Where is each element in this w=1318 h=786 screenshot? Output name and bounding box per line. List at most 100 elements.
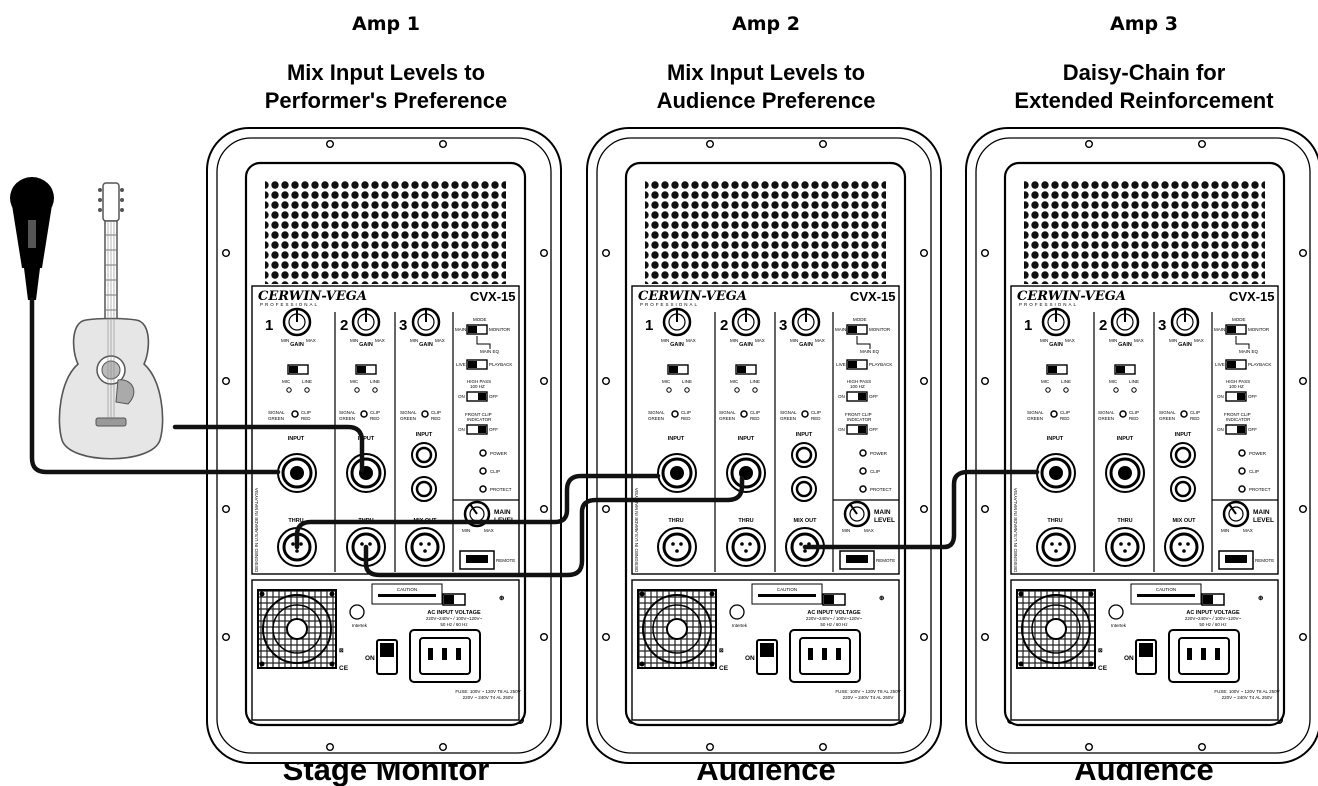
quarter-inch-jack[interactable] — [1171, 477, 1195, 501]
svg-text:MONITOR: MONITOR — [1248, 327, 1270, 332]
amp1-unit: Amp 1 Mix Input Levels to Performer's Pr… — [207, 13, 561, 786]
brand-sub: PROFESSIONAL — [260, 302, 319, 307]
cooling-fan-icon — [258, 590, 336, 668]
svg-text:SIGNAL: SIGNAL — [1159, 410, 1176, 415]
svg-text:Intertek: Intertek — [1111, 623, 1127, 628]
svg-text:MIN: MIN — [842, 528, 850, 533]
amp1-panel: CERWIN-VEGA PROFESSIONAL CVX-15 1 MIN MA… — [207, 128, 561, 763]
svg-text:GREEN: GREEN — [1098, 416, 1114, 421]
xlr-thru-jack[interactable] — [1106, 528, 1144, 566]
svg-text:LIVE: LIVE — [456, 362, 466, 367]
svg-text:OFF: OFF — [489, 427, 498, 432]
svg-text:CLIP: CLIP — [750, 410, 760, 415]
svg-text:CLIP: CLIP — [301, 410, 311, 415]
quarter-inch-jack[interactable] — [412, 477, 436, 501]
combo-input-jack[interactable] — [1037, 454, 1075, 492]
svg-text:GREEN: GREEN — [780, 416, 796, 421]
quarter-inch-jack[interactable] — [792, 443, 816, 467]
iec-power-inlet-icon[interactable] — [790, 630, 860, 682]
combo-input-jack[interactable] — [278, 454, 316, 492]
channel-number: 2 — [1099, 317, 1107, 334]
channel-number: 3 — [1158, 317, 1166, 334]
channel-number: 1 — [265, 317, 273, 334]
svg-text:MAIN: MAIN — [835, 327, 846, 332]
brand-sub: PROFESSIONAL — [640, 302, 699, 307]
svg-text:MAIN EQ: MAIN EQ — [860, 349, 880, 354]
svg-text:LINE: LINE — [370, 379, 380, 384]
svg-text:LIVE: LIVE — [1215, 362, 1225, 367]
svg-text:220V ~ 240V T4 AL 250V: 220V ~ 240V T4 AL 250V — [1222, 695, 1273, 700]
xlr-thru-jack[interactable] — [727, 528, 765, 566]
svg-text:POWER: POWER — [1249, 451, 1267, 456]
svg-text:INPUT: INPUT — [796, 432, 813, 438]
xlr-thru-jack[interactable] — [658, 528, 696, 566]
quarter-inch-jack[interactable] — [1171, 443, 1195, 467]
svg-text:POWER: POWER — [870, 451, 888, 456]
svg-text:OFF: OFF — [869, 394, 878, 399]
model-name: CVX-15 — [850, 289, 896, 304]
svg-text:FUSE: 100V ~ 120V T8 AL 250V: FUSE: 100V ~ 120V T8 AL 250V — [835, 689, 900, 694]
svg-text:GAIN: GAIN — [739, 342, 753, 348]
svg-text:RED: RED — [681, 416, 691, 421]
combo-input-jack[interactable] — [727, 454, 765, 492]
svg-text:RED: RED — [370, 416, 380, 421]
svg-text:220V~240V~ / 100V~120V~: 220V~240V~ / 100V~120V~ — [806, 616, 863, 621]
svg-text:THRU: THRU — [668, 518, 683, 524]
xlr-mix-out-jack[interactable] — [406, 528, 444, 566]
svg-text:LINE: LINE — [750, 379, 760, 384]
xlr-mix-out-jack[interactable] — [1165, 528, 1203, 566]
svg-text:ON: ON — [1124, 655, 1134, 662]
channel-number: 3 — [779, 317, 787, 334]
svg-text:MAX: MAX — [1065, 338, 1075, 343]
svg-text:CLIP: CLIP — [1249, 469, 1259, 474]
svg-text:GREEN: GREEN — [339, 416, 355, 421]
svg-text:GAIN: GAIN — [419, 342, 433, 348]
iec-power-inlet-icon[interactable] — [1169, 630, 1239, 682]
svg-text:INDICATOR: INDICATOR — [467, 417, 492, 422]
combo-input-jack[interactable] — [658, 454, 696, 492]
svg-text:PROTECT: PROTECT — [490, 487, 512, 492]
amp3-grille — [1024, 180, 1265, 284]
svg-text:CLIP: CLIP — [370, 410, 380, 415]
svg-text:INDICATOR: INDICATOR — [847, 417, 872, 422]
svg-text:INPUT: INPUT — [1175, 432, 1192, 438]
amp2-panel: CERWIN-VEGA PROFESSIONAL CVX-15 1 MIN MA… — [587, 128, 941, 763]
quarter-inch-jack[interactable] — [412, 443, 436, 467]
channel-number: 2 — [340, 317, 348, 334]
brand-sub: PROFESSIONAL — [1019, 302, 1078, 307]
svg-text:SIGNAL: SIGNAL — [400, 410, 417, 415]
svg-text:MAX: MAX — [435, 338, 445, 343]
svg-text:100 HZ: 100 HZ — [850, 384, 865, 389]
cooling-fan-icon — [638, 590, 716, 668]
svg-text:RED: RED — [431, 416, 441, 421]
svg-text:ON: ON — [838, 427, 845, 432]
svg-text:MIX OUT: MIX OUT — [1173, 518, 1197, 524]
svg-text:MIN: MIN — [1169, 338, 1177, 343]
svg-text:GAIN: GAIN — [290, 342, 304, 348]
svg-text:LIVE: LIVE — [836, 362, 846, 367]
svg-text:THRU: THRU — [1117, 518, 1132, 524]
svg-text:REMOTE: REMOTE — [1255, 558, 1274, 563]
svg-text:PROTECT: PROTECT — [1249, 487, 1271, 492]
combo-input-jack[interactable] — [347, 454, 385, 492]
svg-text:SIGNAL: SIGNAL — [1098, 410, 1115, 415]
svg-text:CE: CE — [339, 665, 349, 672]
svg-text:PLAYBACK: PLAYBACK — [869, 362, 892, 367]
svg-text:MIN: MIN — [1109, 338, 1117, 343]
combo-input-jack[interactable] — [1106, 454, 1144, 492]
xlr-thru-jack[interactable] — [1037, 528, 1075, 566]
svg-text:GAIN: GAIN — [799, 342, 813, 348]
svg-text:ON: ON — [838, 394, 845, 399]
svg-text:SIGNAL: SIGNAL — [1027, 410, 1044, 415]
svg-text:100 HZ: 100 HZ — [1229, 384, 1244, 389]
iec-power-inlet-icon[interactable] — [410, 630, 480, 682]
svg-text:CLIP: CLIP — [490, 469, 500, 474]
svg-text:OFF: OFF — [489, 394, 498, 399]
amp3-unit: Amp 3 Daisy-Chain for Extended Reinforce… — [966, 13, 1318, 786]
svg-text:MIN: MIN — [1221, 528, 1229, 533]
svg-text:LINE: LINE — [1129, 379, 1139, 384]
acoustic-guitar-icon — [59, 183, 162, 459]
quarter-inch-jack[interactable] — [792, 477, 816, 501]
svg-text:MODE: MODE — [473, 317, 487, 322]
svg-text:ON: ON — [458, 427, 465, 432]
